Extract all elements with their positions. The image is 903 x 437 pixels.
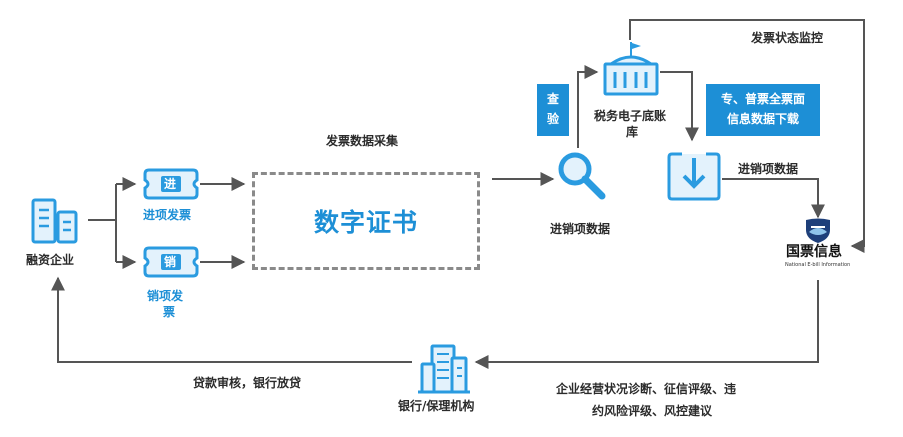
enterprise-label: 融资企业 [26, 253, 75, 267]
building-icon [31, 198, 78, 244]
bank-label: 银行/保理机构 [398, 399, 475, 413]
guopiao-shield-icon [806, 218, 830, 243]
assessment-label-line1: 企业经营状况诊断、征信评级、违 [556, 382, 737, 396]
output-ticket-glyph: 销 [164, 255, 177, 269]
download-label-line1: 专、普票全票面 [720, 92, 805, 106]
input-ticket-glyph: 进 [164, 177, 177, 191]
edge-tax-to-download [660, 71, 699, 142]
output-invoice-label-line2: 票 [163, 305, 176, 319]
collect-label: 发票数据采集 [326, 134, 399, 148]
input-invoice-label: 进项发票 [143, 208, 192, 222]
verify-label-2: 验 [546, 112, 559, 126]
verify-label-1: 查 [546, 92, 559, 106]
output-invoice-label-line1: 销项发 [147, 289, 184, 303]
digital-certificate-label: 数字证书 [313, 208, 418, 237]
bank-building-icon [418, 344, 470, 394]
monitor-label: 发票状态监控 [751, 31, 824, 45]
tax-label-line2: 库 [626, 125, 639, 139]
edge-bank-to-enterprise [51, 276, 412, 363]
assessment-label-line2: 约风险评级、风控建议 [592, 404, 713, 418]
output-ticket-icon [143, 246, 199, 278]
guopiao-name: 国票信息 [786, 244, 842, 260]
search-data-label: 进销项数据 [550, 222, 611, 236]
download-label-line2: 信息数据下载 [726, 112, 799, 126]
loan-label: 贷款审核，银行放贷 [193, 376, 302, 390]
tax-label-line1: 税务电子底账 [594, 109, 667, 123]
digital-certificate-box: 数字证书 [252, 172, 480, 270]
download-icon [667, 152, 721, 201]
verify-badge: 查 验 [537, 84, 569, 136]
input-ticket-icon [143, 168, 199, 200]
tax-bureau-icon [603, 42, 659, 96]
download-data-label: 进销项数据 [738, 162, 799, 176]
edge-guopiao-to-bank [474, 280, 819, 369]
download-badge: 专、普票全票面 信息数据下载 [706, 84, 820, 136]
search-icon [558, 152, 606, 200]
edge-monitor-loop [629, 19, 865, 253]
edge-enterprise-split [88, 184, 117, 262]
edge-search-to-tax [577, 65, 599, 148]
guopiao-subtitle: National E-bill Information [785, 262, 851, 268]
edge-download-to-guopiao [722, 178, 825, 219]
